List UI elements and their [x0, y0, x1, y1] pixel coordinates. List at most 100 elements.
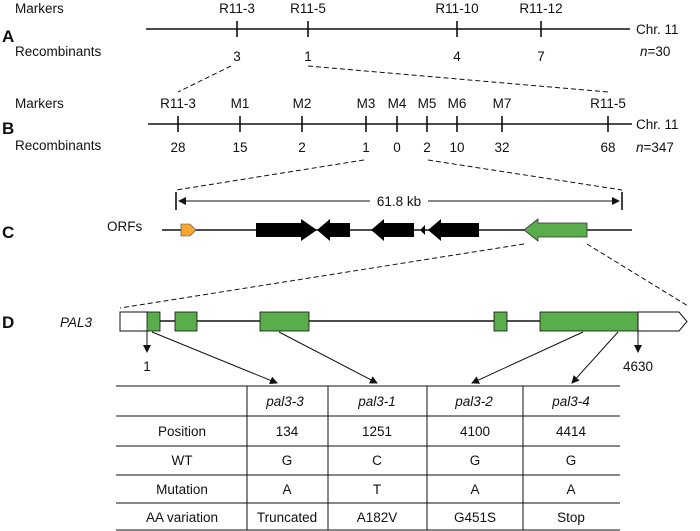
panel-b-recombinant-count: 68	[600, 140, 615, 155]
panel-a-marker: R11-3 3	[219, 1, 255, 64]
panel-b-recombinant-count: 10	[449, 140, 464, 155]
table-cell: AA variation	[146, 510, 218, 525]
gene-name: PAL3	[60, 315, 93, 330]
orf-black-reverse	[371, 219, 414, 241]
panel-b-markers-label: Markers	[15, 96, 64, 111]
panel-a-recombinant-count: 1	[304, 49, 312, 64]
orf-black-forward	[256, 219, 317, 241]
orf-green-pal3	[523, 218, 588, 242]
panel-b-marker-label: M1	[231, 96, 250, 111]
panel-b-marker-label: M5	[418, 96, 437, 111]
panel-a-marker: R11-10 4	[435, 1, 478, 64]
table-header-cell: pal3-1	[357, 394, 396, 409]
panel-a-recombinant-count: 4	[453, 49, 461, 64]
panel-b-n: n=347	[636, 140, 674, 155]
zoom-line-left-b-c	[175, 159, 365, 191]
table-cell: T	[373, 482, 381, 497]
panel-a-n: n=30	[640, 44, 670, 59]
table-cell: A182V	[357, 510, 398, 525]
table-cell: G	[566, 453, 577, 468]
panel-a-marker: R11-5 1	[290, 1, 326, 64]
table-cell: G451S	[454, 510, 496, 525]
exon	[493, 311, 508, 332]
utr-5prime	[119, 311, 149, 332]
panel-a-recombinants-label: Recombinants	[15, 44, 102, 59]
panel-c-orfs-label: ORFs	[107, 219, 142, 234]
zoom-line-left-c-d	[119, 243, 525, 309]
utr-3prime	[637, 311, 688, 332]
zoom-line-right-b-c	[427, 159, 623, 191]
table-cell: A	[282, 482, 291, 497]
table-cell: 1251	[362, 424, 392, 439]
table-cell: WT	[172, 453, 193, 468]
table-cell: C	[372, 453, 382, 468]
panel-b-marker-label: M4	[388, 96, 407, 111]
panel-a-marker: R11-12 7	[519, 1, 562, 64]
panel-a-marker-label: R11-5	[290, 1, 326, 16]
exon	[174, 311, 198, 332]
panel-b-chromosome: Chr. 11	[636, 117, 679, 132]
table-cell: A	[470, 482, 479, 497]
table-cell: G	[470, 453, 481, 468]
table-cell: 134	[276, 424, 299, 439]
panel-b-marker-label: M3	[357, 96, 376, 111]
panel-b-marker: M7 32	[493, 96, 512, 155]
mutation-arrow-pal3-4	[571, 331, 619, 384]
table-cell: Truncated	[257, 510, 317, 525]
panel-b-marker-label: M2	[293, 96, 312, 111]
table-header-cell: pal3-4	[551, 394, 590, 409]
panel-b-recombinants-label: Recombinants	[15, 138, 102, 153]
mutation-arrow-pal3-2	[471, 331, 584, 384]
table-cell: G	[282, 453, 293, 468]
panel-a-chromosome: Chr. 11	[636, 22, 679, 37]
region-size-label: 61.8 kb	[377, 194, 421, 209]
panel-b-marker: M4 0	[388, 96, 407, 155]
panel-b-marker: M1 15	[231, 96, 250, 155]
table-row: AA variation Truncated A182V G451S Stop	[146, 510, 585, 525]
table-cell: A	[566, 482, 575, 497]
panel-b-marker: R11-5 68	[590, 96, 626, 155]
panel-a-label: A	[2, 27, 14, 46]
panel-b-marker-label: M7	[493, 96, 512, 111]
panel-d-label: D	[2, 313, 14, 332]
mutation-table	[116, 385, 620, 531]
panel-b-recombinant-count: 2	[423, 140, 431, 155]
table-header-cell: pal3-2	[454, 394, 493, 409]
orf-black-small	[420, 225, 425, 235]
orf-black-reverse	[317, 219, 350, 241]
panel-b-recombinant-count: 0	[393, 140, 401, 155]
panel-a-marker-label: R11-12	[519, 1, 562, 16]
panel-b-marker-label: M6	[448, 96, 467, 111]
table-row: Mutation A T A A	[156, 482, 575, 497]
table-cell: Stop	[557, 510, 585, 525]
zoom-line-left-a-b	[177, 65, 232, 93]
mutation-arrow-pal3-3	[151, 331, 278, 385]
orf-black-reverse	[428, 219, 479, 241]
panel-a-marker-label: R11-3	[219, 1, 255, 16]
panel-b-recombinant-count: 1	[362, 140, 370, 155]
table-cell: Position	[158, 424, 206, 439]
exon	[146, 311, 161, 332]
panel-b-marker: M5 2	[418, 96, 437, 155]
panel-b-marker-label: R11-5	[590, 96, 626, 111]
table-cell: Mutation	[156, 482, 208, 497]
panel-a-recombinant-count: 3	[233, 49, 241, 64]
table-row: Position 134 1251 4100 4414	[158, 424, 587, 439]
panel-a-recombinant-count: 7	[537, 49, 545, 64]
table-header-cell: pal3-3	[265, 394, 304, 409]
panel-c-label: C	[2, 223, 14, 242]
mutation-arrow-pal3-1	[278, 331, 378, 384]
end-position: 4630	[623, 359, 653, 374]
table-cell: 4100	[460, 424, 490, 439]
panel-b-label: B	[2, 119, 14, 138]
zoom-line-right-c-d	[586, 243, 689, 307]
panel-b-marker: M2 2	[293, 96, 312, 155]
panel-b-marker: M3 1	[357, 96, 376, 155]
panel-b-recombinant-count: 15	[232, 140, 247, 155]
panel-b-recombinant-count: 32	[494, 140, 509, 155]
panel-a-marker-label: R11-10	[435, 1, 478, 16]
panel-b-recombinant-count: 2	[298, 140, 306, 155]
zoom-line-right-a-b	[307, 65, 609, 93]
start-position: 1	[143, 359, 151, 374]
